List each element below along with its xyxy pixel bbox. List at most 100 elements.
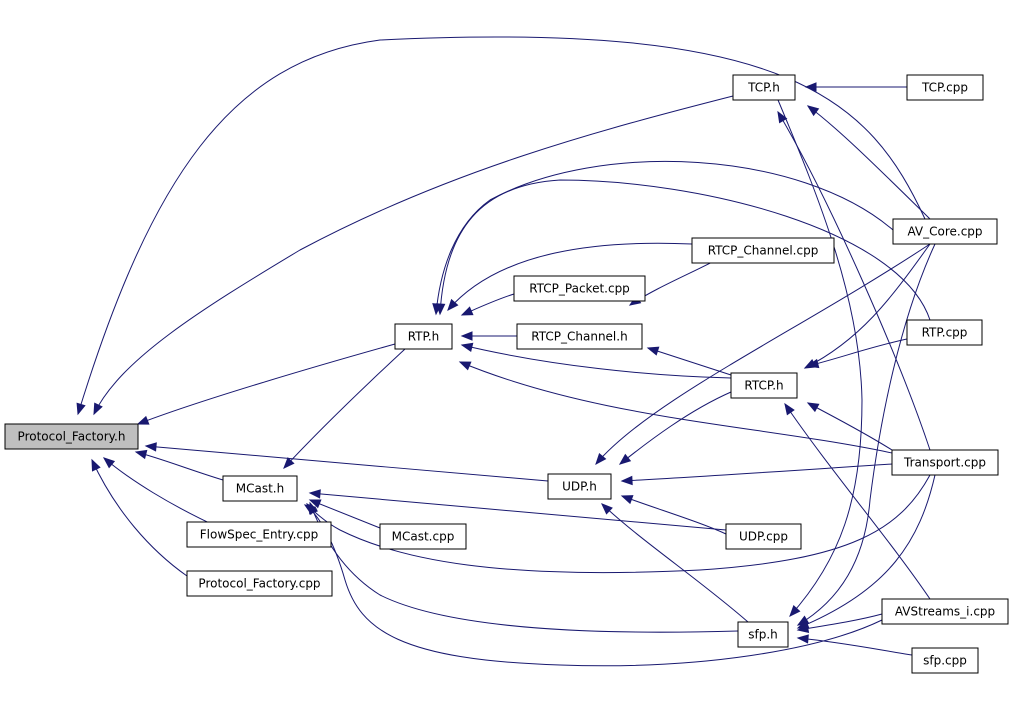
- arrowhead-tcp_h: [804, 82, 817, 92]
- node-box: [906, 74, 984, 101]
- node-rtcp_packet_cpp[interactable]: RTCP_Packet.cpp: [513, 275, 646, 302]
- arrowhead-mcast_h: [308, 489, 321, 499]
- arrowhead-sfp_h: [796, 634, 809, 644]
- edge-av_core_cpp-to-udp_h: [595, 243, 931, 465]
- edge-rtcp_h-to-rtcp_channel_h: [647, 347, 732, 376]
- edge-rtp_cpp-to-rtcp_h: [807, 338, 908, 367]
- edge-mcast_h-to-protocol_factory_h: [135, 451, 224, 481]
- arrowhead-rtcp_h: [784, 402, 795, 416]
- edge-rtp_h-to-mcast_h: [283, 348, 406, 469]
- node-av_core_cpp[interactable]: AV_Core.cpp: [892, 218, 998, 245]
- node-box: [379, 523, 467, 550]
- node-rtp_cpp[interactable]: RTP.cpp: [906, 319, 983, 346]
- node-label: Transport.cpp: [903, 456, 986, 470]
- node-rtp_h[interactable]: RTP.h: [394, 323, 453, 350]
- edge-tcp_h-to-sfp_h: [777, 99, 863, 617]
- arrowhead-mcast_h: [308, 499, 322, 509]
- node-rtcp_channel_cpp[interactable]: RTCP_Channel.cpp: [691, 237, 835, 264]
- node-mcast_cpp[interactable]: MCast.cpp: [379, 523, 467, 550]
- arrowhead-rtcp_h: [803, 359, 817, 369]
- arrowhead-protocol_factory_h: [134, 449, 148, 460]
- arrowhead-protocol_factory_h: [144, 442, 157, 452]
- node-udp_cpp[interactable]: UDP.cpp: [725, 523, 802, 550]
- node-label: TCP.cpp: [921, 81, 968, 95]
- node-transport_cpp[interactable]: Transport.cpp: [891, 449, 999, 476]
- arrowhead-protocol_factory_h: [91, 458, 101, 472]
- node-box: [513, 275, 646, 302]
- edge-sfp_h-to-udp_h: [601, 503, 749, 623]
- node-mcast_h[interactable]: MCast.h: [222, 475, 298, 502]
- node-label: RTCP_Channel.cpp: [708, 244, 819, 258]
- node-box: [911, 647, 979, 674]
- node-box: [547, 473, 612, 500]
- edges-layer: [76, 36, 936, 667]
- edge-avstreams_i_cpp-to-mcast_h: [304, 504, 883, 667]
- node-avstreams_i_cpp[interactable]: AVStreams_i.cpp: [881, 598, 1009, 625]
- arrowhead-udp_h: [618, 453, 632, 465]
- node-sfp_cpp[interactable]: sfp.cpp: [911, 647, 979, 674]
- arrowhead-protocol_factory_h: [136, 415, 150, 425]
- node-label: sfp.h: [748, 628, 778, 642]
- edge-av_core_cpp-to-tcp_h: [807, 105, 931, 220]
- arrowhead-mcast_h: [283, 457, 295, 469]
- node-tcp_cpp[interactable]: TCP.cpp: [906, 74, 984, 101]
- arrowhead-rtcp_h: [806, 402, 820, 413]
- edge-rtp_cpp-to-rtp_h: [439, 179, 931, 321]
- node-box: [891, 449, 999, 476]
- arrowhead-rtp_h: [460, 342, 474, 353]
- edge-av_core_cpp-to-sfp_h: [797, 243, 936, 626]
- node-box: [892, 218, 998, 245]
- arrowhead-udp_h: [620, 475, 633, 486]
- node-udp_h[interactable]: UDP.h: [547, 473, 612, 500]
- node-flowspec_entry_cpp[interactable]: FlowSpec_Entry.cpp: [186, 521, 332, 548]
- node-label: RTP.cpp: [922, 326, 968, 340]
- arrowhead-sfp_h: [789, 605, 801, 618]
- arrowhead-udp_h: [601, 503, 613, 515]
- node-protocol_factory_cpp[interactable]: Protocol_Factory.cpp: [186, 570, 333, 597]
- node-box: [691, 237, 835, 264]
- node-label: RTCP.h: [744, 379, 783, 393]
- node-rtcp_channel_h[interactable]: RTCP_Channel.h: [516, 323, 643, 350]
- edge-sfp_cpp-to-sfp_h: [797, 637, 913, 656]
- arrowhead-rtp_h: [460, 306, 474, 316]
- arrowhead-mcast_h: [303, 504, 317, 515]
- edge-av_core_cpp-to-rtcp_h: [804, 243, 931, 369]
- node-box: [4, 423, 139, 450]
- edge-rtcp_h-to-udp_h: [619, 391, 732, 465]
- edge-protocol_factory_cpp-to-protocol_factory_h: [91, 459, 188, 577]
- node-label: AVStreams_i.cpp: [895, 605, 995, 619]
- node-box: [730, 372, 798, 399]
- edge-avstreams_i_cpp-to-rtcp_h: [784, 403, 931, 600]
- arrowhead-rtp_h: [458, 361, 472, 371]
- node-box: [222, 475, 298, 502]
- node-label: Protocol_Factory.cpp: [198, 577, 320, 591]
- node-box: [737, 621, 789, 648]
- node-sfp_h[interactable]: sfp.h: [737, 621, 789, 648]
- edge-transport_cpp-to-udp_h: [621, 463, 893, 482]
- edge-udp_cpp-to-udp_h: [621, 495, 727, 535]
- node-label: UDP.h: [562, 480, 597, 494]
- edge-transport_cpp-to-tcp_h: [777, 111, 931, 451]
- edge-rtp_h-to-protocol_factory_h: [137, 343, 396, 425]
- arrowhead-rtcp_channel_h: [646, 346, 660, 356]
- arrowhead-protocol_factory_h: [93, 402, 103, 416]
- edge-rtcp_h-to-rtp_h: [461, 344, 732, 379]
- node-box: [516, 323, 643, 350]
- arrowhead-udp_h: [595, 452, 607, 466]
- node-box: [732, 74, 796, 101]
- arrowhead-sfp_h: [796, 619, 810, 629]
- node-rtcp_h[interactable]: RTCP.h: [730, 372, 798, 399]
- edge-av_core_cpp-to-rtp_h: [435, 161, 894, 315]
- edge-udp_h-to-protocol_factory_h: [145, 445, 549, 482]
- edge-transport_cpp-to-mcast_h: [306, 474, 931, 574]
- node-tcp_h[interactable]: TCP.h: [732, 74, 796, 101]
- node-box: [394, 323, 453, 350]
- node-label: RTP.h: [408, 330, 440, 344]
- node-protocol_factory_h[interactable]: Protocol_Factory.h: [4, 423, 139, 450]
- node-label: sfp.cpp: [923, 654, 967, 668]
- node-box: [186, 521, 332, 548]
- arrowhead-rtp_h: [435, 303, 446, 316]
- edge-rtcp_channel_cpp-to-rtp_h: [447, 242, 693, 311]
- edge-transport_cpp-to-rtp_h: [459, 361, 893, 454]
- node-label: UDP.cpp: [739, 530, 788, 544]
